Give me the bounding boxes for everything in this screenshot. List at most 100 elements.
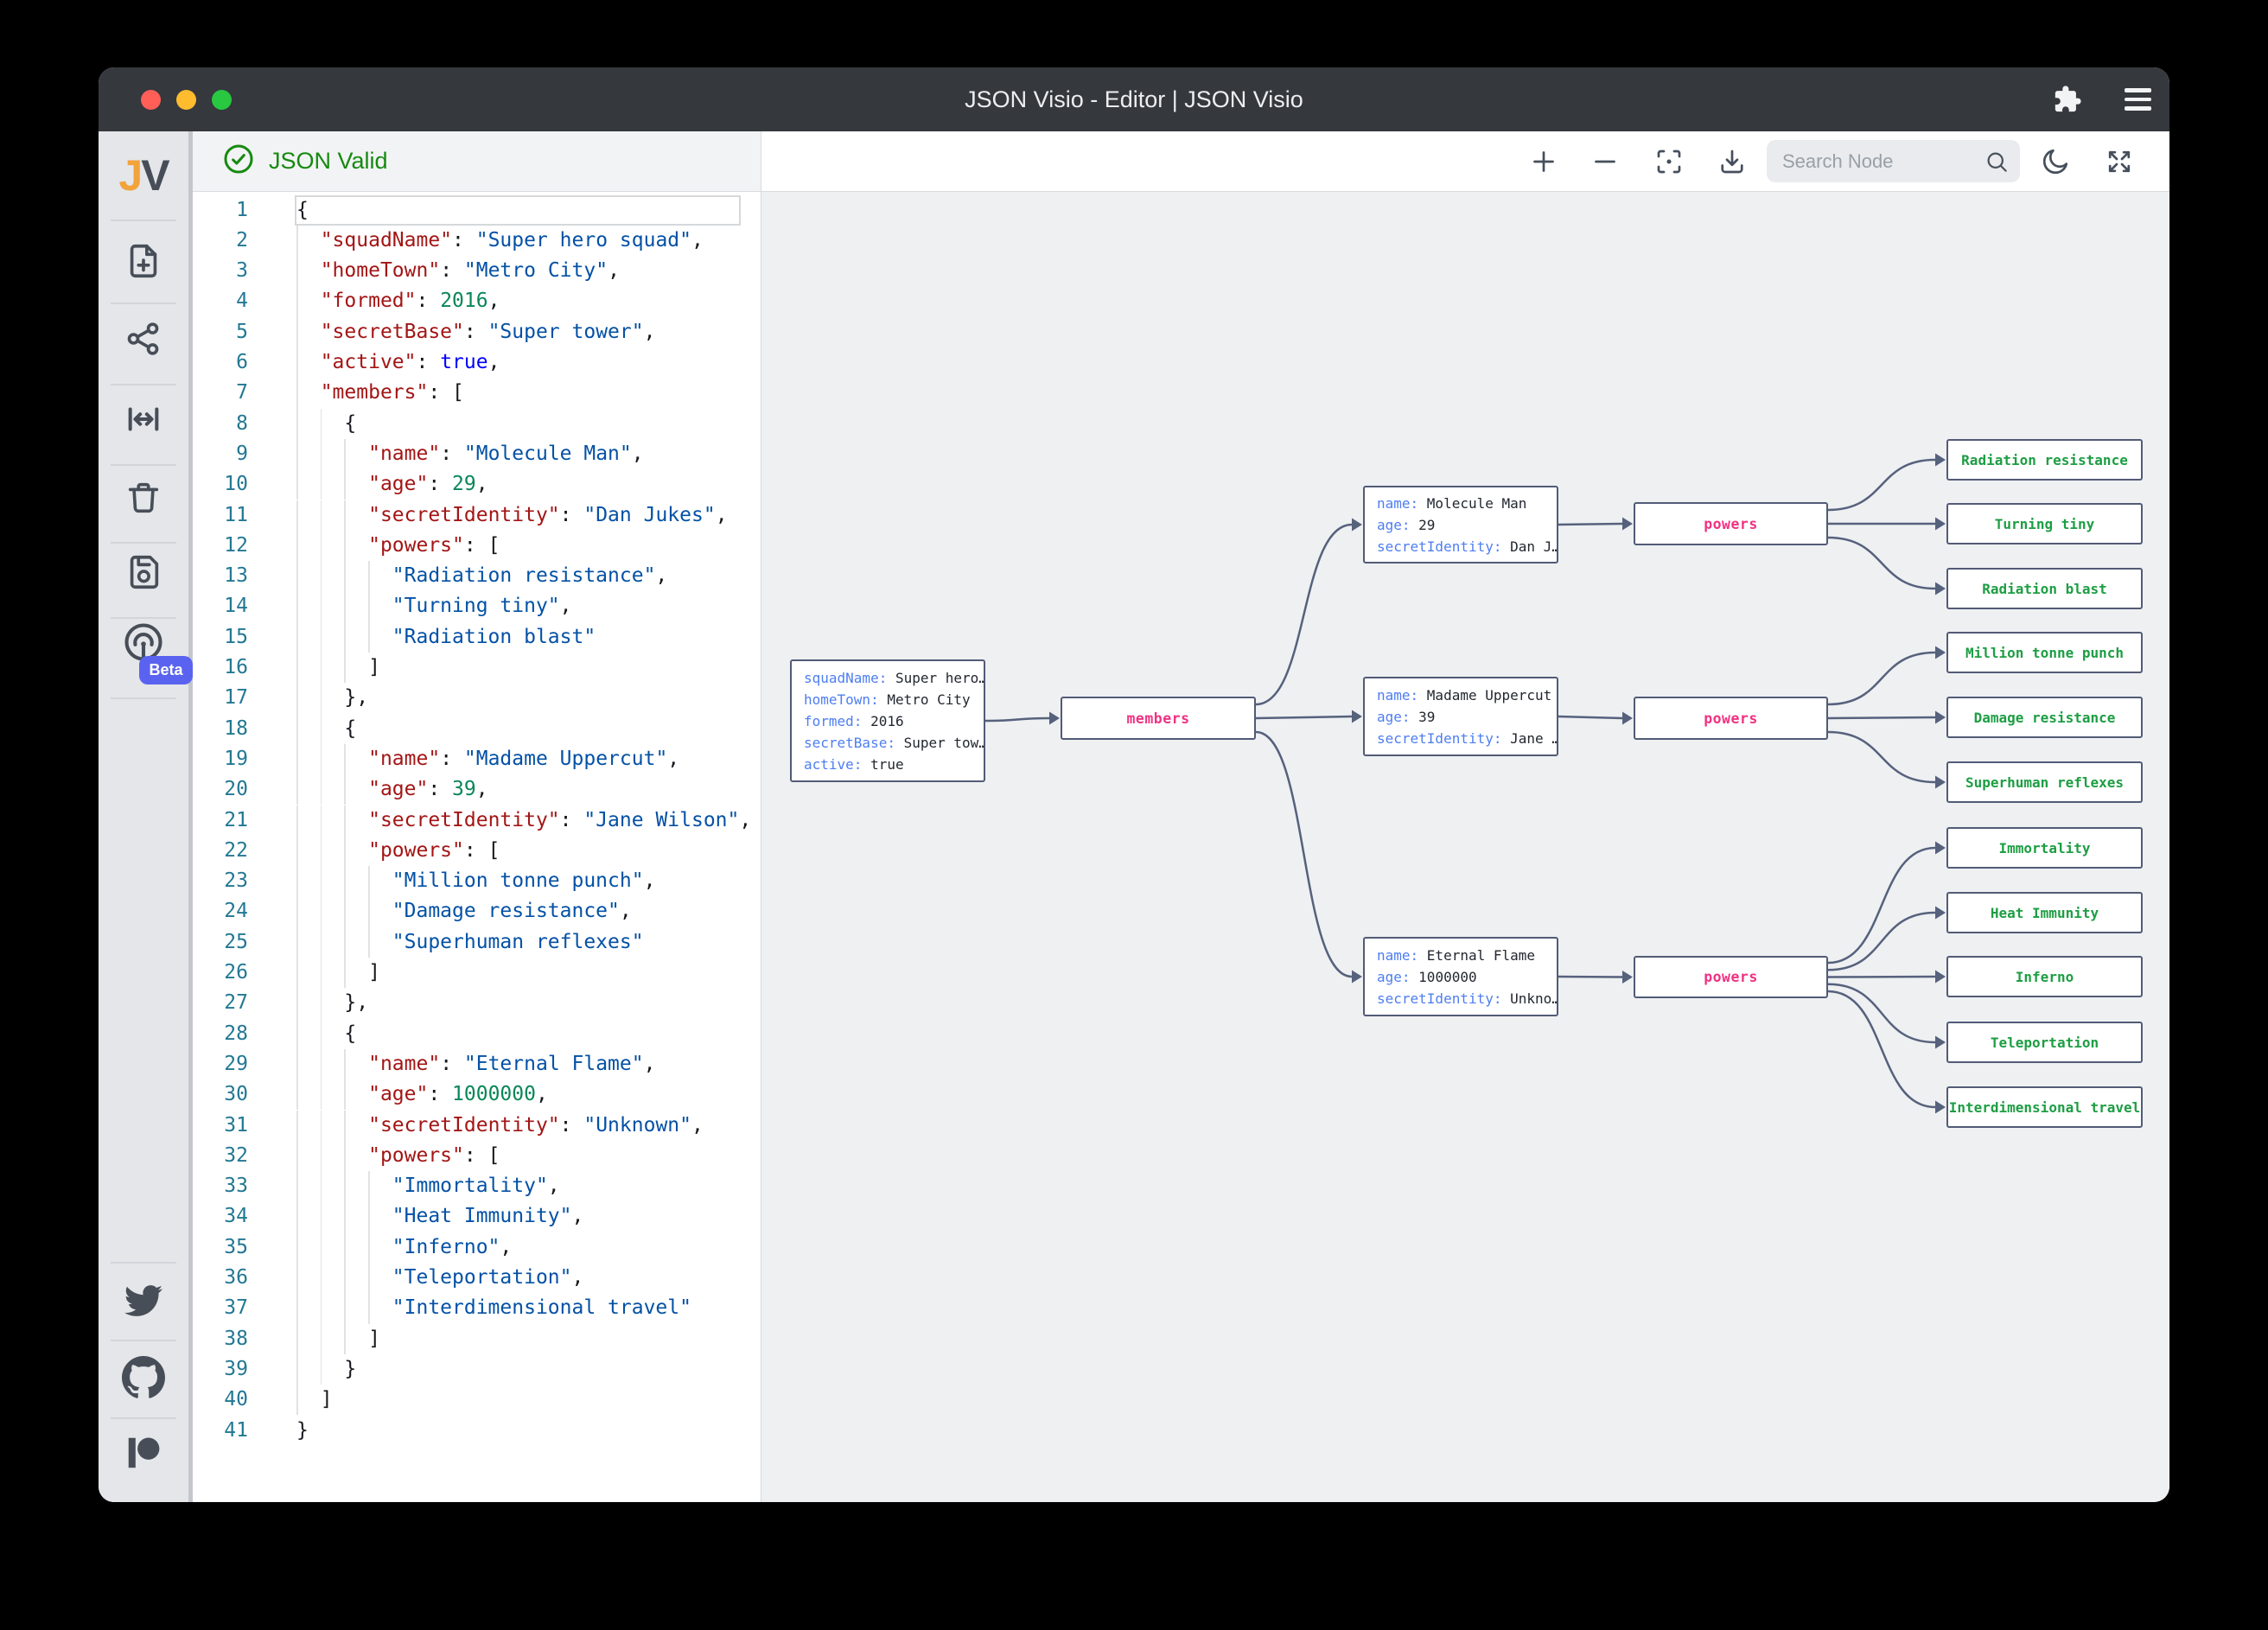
close-window-button[interactable] — [141, 90, 161, 110]
search-node-input[interactable] — [1767, 140, 2020, 182]
graph-node-l3c[interactable]: Inferno — [1946, 956, 2143, 997]
browser-menu-icon[interactable] — [2125, 88, 2151, 111]
zoom-out-button[interactable] — [1590, 146, 1621, 177]
editor-line[interactable]: 7 "members": [ — [193, 378, 761, 409]
share-button[interactable] — [99, 319, 188, 359]
clear-button[interactable] — [99, 478, 188, 518]
editor-line[interactable]: 8 { — [193, 408, 761, 439]
editor-line[interactable]: 27 }, — [193, 988, 761, 1019]
indent-guide — [296, 469, 298, 500]
editor-line[interactable]: 29 "name": "Eternal Flame", — [193, 1048, 761, 1080]
editor-line[interactable]: 23 "Million tonne punch", — [193, 866, 761, 897]
editor-line[interactable]: 19 "name": "Madame Uppercut", — [193, 743, 761, 775]
editor-line[interactable]: 37 "Interdimensional travel" — [193, 1293, 761, 1324]
zoom-window-button[interactable] — [212, 90, 232, 110]
graph-node-root[interactable]: squadName: Super hero…homeTown: Metro Ci… — [790, 659, 985, 782]
zoom-in-button[interactable] — [1528, 146, 1559, 177]
center-view-button[interactable] — [1653, 146, 1685, 177]
graph-node-l2c[interactable]: Superhuman reflexes — [1946, 761, 2143, 803]
graph-node-l3e[interactable]: Interdimensional travel — [1946, 1086, 2143, 1128]
indent-guide — [296, 1385, 298, 1416]
github-link[interactable] — [99, 1356, 188, 1399]
moon-icon — [2042, 149, 2068, 175]
editor-line[interactable]: 22 "powers": [ — [193, 835, 761, 867]
editor-line[interactable]: 30 "age": 1000000, — [193, 1079, 761, 1111]
indent-guide — [320, 1201, 322, 1232]
editor-line[interactable]: 40 ] — [193, 1385, 761, 1416]
line-number: 9 — [236, 442, 248, 465]
node-row: name: Eternal Flame — [1377, 946, 1536, 964]
new-document-button[interactable] — [99, 241, 188, 281]
editor-line[interactable]: 38 ] — [193, 1323, 761, 1354]
editor-line[interactable]: 21 "secretIdentity": "Jane Wilson", — [193, 805, 761, 836]
extensions-icon[interactable] — [2053, 85, 2082, 118]
graph-node-l2a[interactable]: Million tonne punch — [1946, 632, 2143, 673]
line-number: 16 — [224, 656, 248, 678]
editor-line[interactable]: 2 "squadName": "Super hero squad", — [193, 225, 761, 257]
editor-line[interactable]: 11 "secretIdentity": "Dan Jukes", — [193, 500, 761, 531]
editor-line[interactable]: 17 }, — [193, 683, 761, 714]
dark-mode-toggle[interactable] — [2040, 146, 2071, 177]
expand-width-button[interactable] — [99, 399, 188, 439]
editor-line[interactable]: 15 "Radiation blast" — [193, 621, 761, 653]
editor-line[interactable]: 36 "Teleportation", — [193, 1263, 761, 1294]
graph-node-p1[interactable]: powers — [1634, 502, 1828, 545]
editor-line[interactable]: 24 "Damage resistance", — [193, 896, 761, 927]
editor-line[interactable]: 35 "Inferno", — [193, 1232, 761, 1263]
editor-line[interactable]: 28 { — [193, 1018, 761, 1049]
editor-line[interactable]: 4 "formed": 2016, — [193, 286, 761, 317]
editor-line[interactable]: 9 "name": "Molecule Man", — [193, 438, 761, 470]
editor-line[interactable]: 16 ] — [193, 653, 761, 684]
node-row: age: 29 — [1377, 516, 1436, 533]
editor-line[interactable]: 3 "homeTown": "Metro City", — [193, 256, 761, 287]
editor-line[interactable]: 12 "powers": [ — [193, 530, 761, 562]
graph-node-l1c[interactable]: Radiation blast — [1946, 568, 2143, 609]
json-editor[interactable]: 1{2 "squadName": "Super hero squad",3 "h… — [193, 192, 761, 1502]
graph-node-l3d[interactable]: Teleportation — [1946, 1022, 2143, 1063]
patreon-icon — [128, 1437, 160, 1468]
editor-line[interactable]: 34 "Heat Immunity", — [193, 1201, 761, 1232]
app-logo[interactable]: JV — [118, 151, 169, 200]
minimize-window-button[interactable] — [176, 90, 196, 110]
line-number: 15 — [224, 625, 248, 648]
twitter-link[interactable] — [99, 1282, 188, 1320]
save-button[interactable] — [99, 552, 188, 592]
editor-line[interactable]: 1{ — [193, 195, 761, 226]
indent-guide — [296, 1353, 298, 1385]
graph-node-p2[interactable]: powers — [1634, 697, 1828, 740]
fullscreen-button[interactable] — [2104, 146, 2135, 177]
graph-node-l1a[interactable]: Radiation resistance — [1946, 439, 2143, 481]
editor-line[interactable]: 32 "powers": [ — [193, 1140, 761, 1172]
graph-node-p3[interactable]: powers — [1634, 956, 1828, 998]
editor-line[interactable]: 6 "active": true, — [193, 347, 761, 379]
graph-node-l3b[interactable]: Heat Immunity — [1946, 892, 2143, 933]
editor-line[interactable]: 41} — [193, 1416, 761, 1446]
graph-node-l2b[interactable]: Damage resistance — [1946, 697, 2143, 738]
editor-line[interactable]: 33 "Immortality", — [193, 1171, 761, 1202]
editor-line[interactable]: 39 } — [193, 1353, 761, 1385]
editor-line[interactable]: 10 "age": 29, — [193, 469, 761, 500]
editor-line[interactable]: 26 ] — [193, 958, 761, 989]
editor-line[interactable]: 14 "Turning tiny", — [193, 591, 761, 622]
indent-guide — [296, 1048, 298, 1080]
line-number: 12 — [224, 533, 248, 557]
graph-node-l3a[interactable]: Immortality — [1946, 827, 2143, 869]
editor-line[interactable]: 31 "secretIdentity": "Unknown", — [193, 1110, 761, 1141]
graph-node-l1b[interactable]: Turning tiny — [1946, 503, 2143, 544]
editor-line[interactable]: 20 "age": 39, — [193, 774, 761, 805]
pane-resize-handle[interactable] — [188, 131, 193, 1502]
editor-line[interactable]: 13 "Radiation resistance", — [193, 561, 761, 592]
patreon-link[interactable] — [99, 1433, 188, 1473]
indent-guide — [320, 926, 322, 958]
search-icon[interactable] — [1984, 149, 2010, 179]
editor-line[interactable]: 25 "Superhuman reflexes" — [193, 926, 761, 958]
editor-line[interactable]: 18 { — [193, 713, 761, 744]
graph-node-members[interactable]: members — [1061, 697, 1256, 740]
download-image-button[interactable] — [1717, 146, 1748, 177]
editor-line[interactable]: 5 "secretBase": "Super tower", — [193, 316, 761, 347]
graph-canvas[interactable]: squadName: Super hero…homeTown: Metro Ci… — [761, 192, 2169, 1502]
json-valid-label: JSON Valid — [269, 148, 388, 174]
